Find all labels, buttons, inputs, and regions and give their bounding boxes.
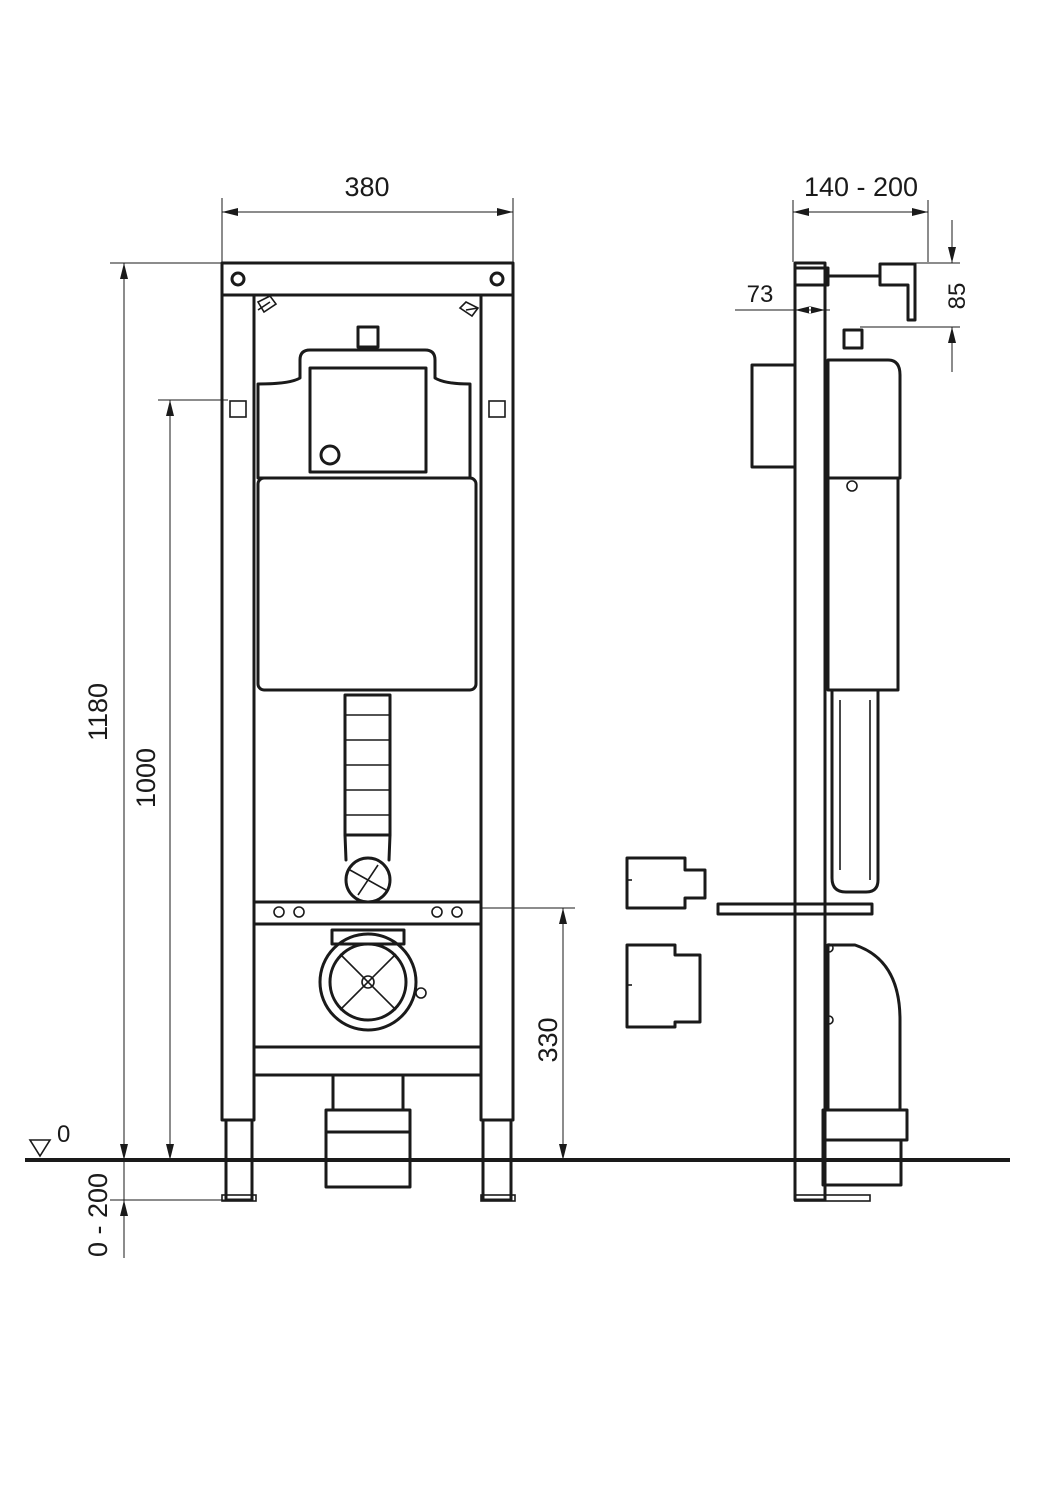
right-upright bbox=[479, 293, 515, 1122]
cistern-top bbox=[256, 348, 472, 480]
side-foot bbox=[794, 1194, 871, 1202]
bolt-hole-icon bbox=[273, 906, 285, 918]
valve-cap bbox=[356, 325, 380, 349]
bracket-base bbox=[793, 266, 830, 287]
waste-pipe-top bbox=[331, 1073, 405, 1112]
dim-offset: 73 bbox=[747, 281, 774, 308]
bolt-icon bbox=[824, 1015, 834, 1025]
cistern-body bbox=[256, 476, 478, 692]
bolt-hole-icon bbox=[293, 906, 305, 918]
front-view bbox=[220, 261, 516, 1202]
bolt-icon bbox=[824, 943, 834, 953]
drain-outlet bbox=[318, 932, 418, 1032]
reducer-fitting bbox=[625, 856, 707, 910]
side-view bbox=[716, 261, 917, 1202]
waste-pipe-collar bbox=[324, 1108, 412, 1134]
cistern-knob-icon bbox=[846, 480, 858, 492]
dim-height-1000: 1000 bbox=[131, 748, 161, 808]
connector-fitting bbox=[625, 943, 702, 1029]
elbow-cross bbox=[349, 864, 387, 896]
flush-plate-opening bbox=[308, 366, 428, 474]
valve-cap-side bbox=[842, 328, 864, 350]
screw-icon bbox=[230, 271, 246, 287]
left-foot bbox=[221, 1194, 257, 1202]
bottom-rail bbox=[252, 1045, 483, 1077]
bracket-icon bbox=[488, 400, 506, 418]
dim-height-330: 330 bbox=[533, 1017, 563, 1062]
wall-bracket bbox=[878, 262, 917, 322]
side-dimensions bbox=[735, 200, 960, 372]
mounting-plate-side bbox=[716, 902, 874, 916]
drain-center bbox=[361, 975, 375, 989]
screw-icon bbox=[489, 271, 505, 287]
drain-pipe-side bbox=[821, 1138, 903, 1187]
clip-icon bbox=[256, 294, 278, 314]
pipe-ribs bbox=[345, 714, 390, 816]
drain-clamp bbox=[330, 928, 406, 946]
cistern-top-side bbox=[826, 358, 902, 480]
drain-elbow-side bbox=[826, 943, 902, 1112]
right-foot bbox=[480, 1194, 516, 1202]
floor-level-label: 0 bbox=[57, 1121, 70, 1148]
wall-spacer bbox=[750, 363, 797, 469]
bracket-icon bbox=[229, 400, 247, 418]
clamp-screw-icon bbox=[415, 987, 427, 999]
dim-frame-width: 380 bbox=[344, 172, 389, 202]
clip-icon bbox=[458, 301, 480, 318]
front-dimensions bbox=[110, 198, 575, 1258]
pipe-neck bbox=[343, 833, 392, 862]
level-marker-icon bbox=[28, 1139, 52, 1158]
drain-collar-side bbox=[821, 1108, 909, 1142]
dim-leg-extension: 0 - 200 bbox=[83, 1173, 113, 1257]
dim-height-85: 85 bbox=[944, 283, 971, 310]
bolt-hole-icon bbox=[431, 906, 443, 918]
left-upright bbox=[220, 293, 256, 1122]
drain-cross bbox=[339, 953, 397, 1011]
dim-depth-range: 140 - 200 bbox=[804, 172, 918, 202]
pipe-ribs-side bbox=[839, 700, 871, 880]
flush-pipe-side bbox=[830, 688, 880, 894]
loose-fittings bbox=[625, 856, 707, 1029]
side-upright bbox=[793, 261, 827, 1202]
top-rail bbox=[220, 261, 515, 297]
mounting-rail bbox=[252, 900, 483, 926]
dim-height-total: 1180 bbox=[83, 683, 113, 741]
inlet-icon bbox=[319, 444, 341, 466]
cistern-body-side bbox=[826, 476, 900, 692]
bolt-hole-icon bbox=[451, 906, 463, 918]
